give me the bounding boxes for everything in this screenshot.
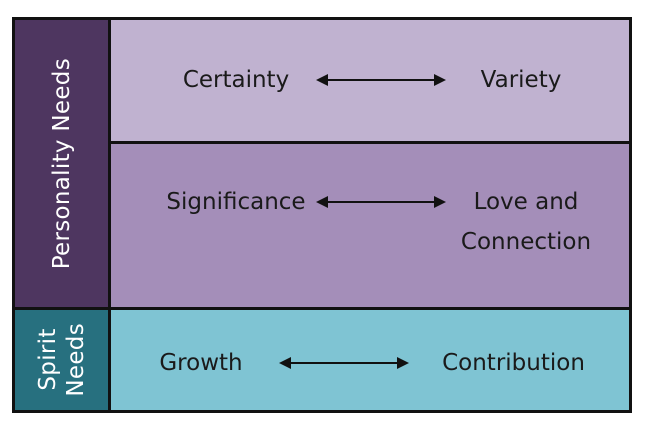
double-headed-arrow-icon xyxy=(316,196,446,208)
personality-needs-group: Personality Needs xyxy=(15,20,108,307)
needs-row-certainty-variety: Certainty Variety xyxy=(111,20,629,141)
need-significance: Significance xyxy=(166,189,306,215)
double-headed-arrow-icon xyxy=(279,357,409,369)
needs-row-significance-love: Significance Love and Connection xyxy=(111,144,629,307)
double-headed-arrow-icon xyxy=(316,74,446,86)
personality-needs-label: Personality Needs xyxy=(48,57,75,270)
need-certainty: Certainty xyxy=(182,67,290,93)
need-variety: Variety xyxy=(480,67,562,93)
needs-row-growth-contribution: Growth Contribution xyxy=(111,310,629,410)
need-growth: Growth xyxy=(159,350,243,376)
need-love-and-connection: Love and Connection xyxy=(460,189,592,255)
spirit-needs-label: Spirit Needs xyxy=(34,323,89,397)
spirit-needs-group: Spirit Needs xyxy=(15,310,108,410)
need-contribution: Contribution xyxy=(442,350,585,376)
needs-diagram: Personality Needs Spirit Needs Certainty… xyxy=(12,17,632,413)
